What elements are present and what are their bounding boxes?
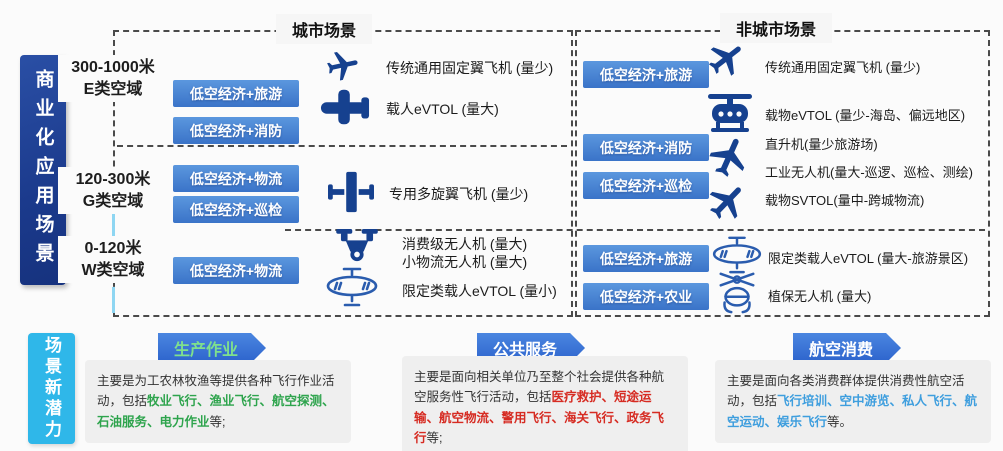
badge-firefight: 低空经济+消防 [583,134,709,161]
urban-scenario-title: 城市场景 [276,14,373,44]
aircraft-label: 植保无人机 (量大) [768,289,872,304]
jet-plane-icon [697,125,763,188]
row-separator-e-g [117,145,567,147]
badge-logistics: 低空经济+物流 [173,165,299,192]
badge-agriculture: 低空经济+农业 [583,283,709,310]
airspace-class: G类空域 [82,192,144,210]
aircraft-label: 载人eVTOL (量大) [386,101,499,117]
altitude-axis-tick-1 [112,214,115,248]
airspace-class: W类空域 [81,261,145,279]
aircraft-label: 工业无人机(量大-巡逻、巡检、测绘) [765,165,973,180]
altitude-label-w: 0-120米 W类空域 [58,236,168,284]
infobox-public-services: 主要是面向相关单位乃至整个社会提供各种航空服务性飞行活动，包括医疗救护、短途运输… [402,356,688,451]
altitude-label-g: 120-300米 G类空域 [58,167,168,215]
badge-inspection: 低空经济+巡检 [583,172,709,199]
nonurban-scenario-title: 非城市场景 [720,13,833,43]
aircraft-label: 载物eVTOL (量少-海岛、偏远地区) [765,108,966,123]
passenger-evtol-icon [320,88,370,126]
badge-tourism: 低空经济+旅游 [583,61,709,88]
aircraft-label: 限定类载人eVTOL (量大-旅游景区) [768,251,969,266]
aircraft-label: 直升机(量少旅游场) [765,137,878,152]
infobox-aviation-consumption: 主要是面向各类消费群体提供消费性航空活动，包括飞行培训、空中游览、私人飞行、航空… [715,360,991,443]
banner-production-operations: 生产作业 [158,333,266,363]
badge-firefight: 低空经济+消防 [173,117,299,144]
altitude-range: 120-300米 [75,171,151,188]
row-separator-g-w [285,229,985,231]
badge-inspection: 低空经济+巡检 [173,196,299,223]
jet-plane-icon [694,168,762,236]
aircraft-label: 传统通用固定翼飞机 (量少) [765,60,921,75]
altitude-axis-tick-2 [112,287,115,313]
aircraft-label: 传统通用固定翼飞机 (量少) [386,60,554,76]
badge-tourism: 低空经济+旅游 [583,245,709,272]
badge-tourism: 低空经济+旅游 [173,80,299,107]
altitude-range: 300-1000米 [71,59,155,76]
altitude-range: 0-120米 [84,240,142,257]
limited-evtol-icon [324,265,380,307]
banner-public-services: 公共服务 [477,333,585,363]
airspace-class: E类空域 [83,80,143,98]
consumer-drone-icon [336,229,378,263]
aircraft-label: 专用多旋翼飞机 (量少) [389,186,529,202]
altitude-label-e: 300-1000米 E类空域 [58,55,168,103]
scene-potential-rail: 场景新潜力 [28,333,75,444]
aircraft-label: 载物SVTOL(量中-跨城物流) [765,193,925,208]
fixed-wing-plane-icon [694,25,760,93]
aircraft-label: 小物流无人机 (量大) [402,254,528,270]
fixed-wing-plane-icon [320,38,366,94]
banner-aviation-consumption: 航空消费 [793,333,901,363]
aircraft-label: 消费级无人机 (量大) [402,236,528,252]
limited-evtol-icon [710,234,764,274]
cargo-evtol-heli-icon [706,92,754,134]
infobox-production-operations: 主要是为工农林牧渔等提供各种飞行作业活动，包括牧业飞行、渔业飞行、航空探测、石油… [85,360,351,443]
badge-logistics: 低空经济+物流 [173,257,299,284]
crop-drone-icon [714,270,760,314]
multirotor-icon [328,168,374,216]
aircraft-label: 限定类载人eVTOL (量小) [402,283,557,299]
